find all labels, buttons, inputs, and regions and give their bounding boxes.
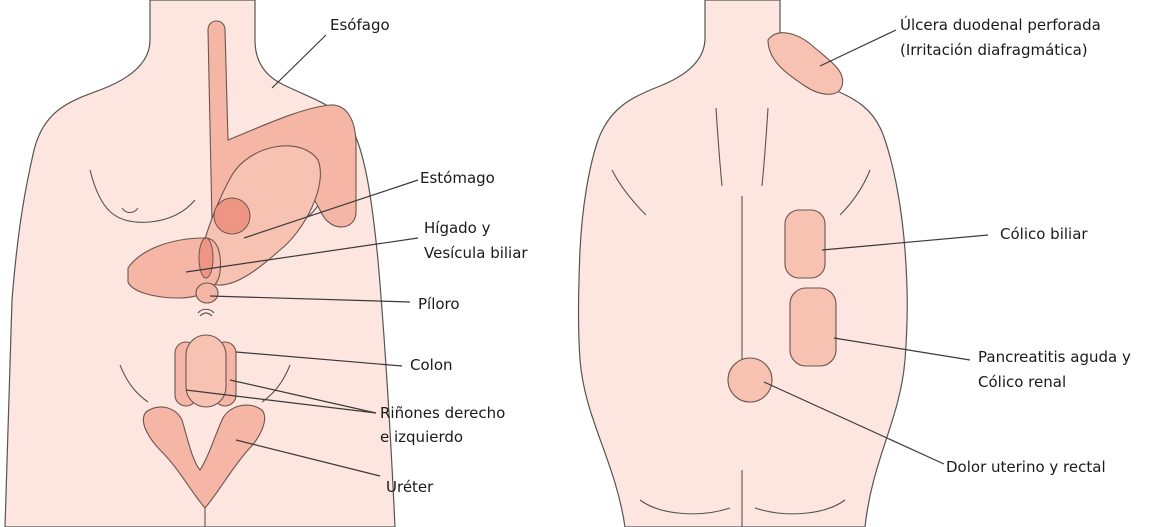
- label-ulcera-2: (Irritación diafragmática): [900, 41, 1088, 59]
- gallbladder-core: [199, 238, 213, 278]
- biliary-colic-region: [785, 210, 825, 278]
- label-pancreatitis-2: Cólico renal: [978, 373, 1066, 391]
- label-rinones-2: e izquierdo: [380, 428, 463, 446]
- uterine-rectal-region: [728, 358, 772, 402]
- label-pancreatitis-1: Pancreatitis aguda y: [978, 348, 1131, 366]
- label-colico-biliar: Cólico biliar: [1000, 225, 1088, 243]
- label-dolor: Dolor uterino y rectal: [946, 458, 1106, 476]
- label-estomago: Estómago: [420, 169, 495, 187]
- back-body-silhouette: [579, 0, 908, 527]
- label-esofago: Esófago: [330, 16, 390, 34]
- stomach-core: [214, 198, 250, 234]
- label-higado-2: Vesícula biliar: [424, 244, 528, 262]
- leader-ulcera: [820, 30, 896, 66]
- back-figure: [579, 0, 908, 527]
- leader-esofago: [272, 35, 326, 88]
- colon-region: [186, 335, 226, 407]
- label-higado-1: Hígado y: [424, 219, 491, 237]
- front-figure: [5, 0, 395, 527]
- label-ureter: Uréter: [386, 478, 434, 496]
- label-piloro: Píloro: [418, 295, 460, 313]
- label-rinones-1: Riñones derecho: [380, 404, 505, 422]
- pylorus-region: [196, 283, 218, 303]
- label-ulcera-1: Úlcera duodenal perforada: [900, 15, 1101, 34]
- label-colon: Colon: [410, 356, 453, 374]
- pancreatitis-region: [790, 288, 836, 366]
